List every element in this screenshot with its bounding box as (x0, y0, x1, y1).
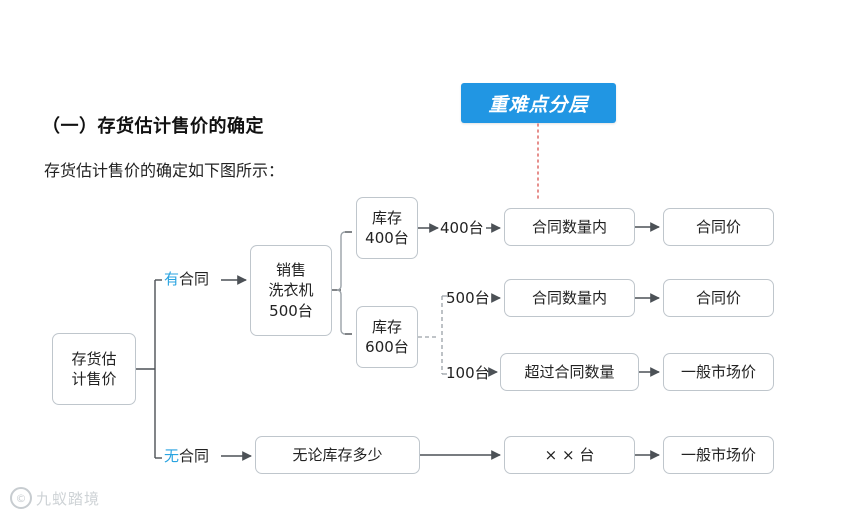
node-contract-price-1: 合同价 (663, 208, 774, 246)
node-stock-600-line2: 600台 (365, 338, 409, 356)
label-no-contract-rest: 合同 (179, 447, 210, 465)
node-stock-600: 库存 600台 (356, 306, 418, 368)
page-title: （一）存货估计售价的确定 (42, 116, 264, 137)
label-qty-100: 100台 (446, 364, 490, 382)
node-root-line2: 计售价 (71, 370, 117, 388)
page-subtitle: 存货估计售价的确定如下图所示： (44, 161, 285, 180)
watermark: © 九蚁踏境 (10, 487, 100, 509)
node-sales-line1: 销售 (275, 261, 306, 280)
label-no-contract-prefix: 无 (164, 447, 180, 465)
node-within-contract-2: 合同数量内 (504, 279, 635, 317)
node-market-price-2: 一般市场价 (663, 436, 774, 474)
node-no-matter-stock: 无论库存多少 (255, 436, 420, 474)
node-sales-washer: 销售 洗衣机 500台 (250, 245, 332, 336)
section-banner-label: 重难点分层 (488, 93, 589, 116)
node-stock-400-line1: 库存 (371, 208, 402, 227)
node-stock-600-line1: 库存 (371, 317, 402, 336)
node-root: 存货估 计售价 (52, 333, 136, 405)
watermark-logo-icon: © (10, 487, 32, 509)
node-xx-tai: × × 台 (504, 436, 635, 474)
node-stock-400-line2: 400台 (365, 229, 409, 247)
label-qty-400: 400台 (440, 219, 484, 237)
node-contract-price-2: 合同价 (663, 279, 774, 317)
label-has-contract-rest: 合同 (179, 270, 210, 288)
label-has-contract-prefix: 有 (164, 270, 180, 288)
node-stock-400: 库存 400台 (356, 197, 418, 259)
node-within-contract-1: 合同数量内 (504, 208, 635, 246)
section-banner: 重难点分层 (461, 83, 616, 123)
node-market-price-1: 一般市场价 (663, 353, 774, 391)
node-over-contract: 超过合同数量 (500, 353, 639, 391)
node-sales-line3: 500台 (269, 301, 313, 320)
label-qty-500: 500台 (446, 289, 490, 307)
node-sales-line2: 洗衣机 (268, 281, 314, 300)
node-root-line1: 存货估 (71, 349, 117, 368)
watermark-text: 九蚁踏境 (36, 489, 101, 508)
label-has-contract: 有合同 (164, 268, 209, 289)
label-no-contract: 无合同 (164, 445, 209, 466)
